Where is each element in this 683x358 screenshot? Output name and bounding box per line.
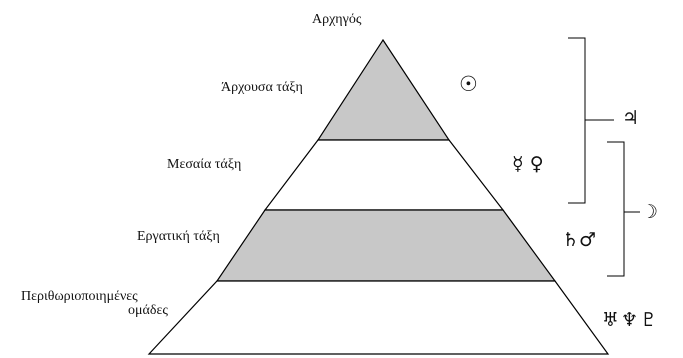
tier-label-middle-class: Μεσαία τάξη	[167, 157, 242, 172]
mercury-venus-symbols-icon: ☿ ♀	[512, 153, 544, 175]
tier-ruling-class-shape	[316, 38, 451, 141]
tier-label-ruling-class: Άρχουσα τάξη	[221, 80, 303, 95]
tier-label-marginalized-line1: Περιθωριοποιημένες	[21, 289, 138, 304]
sun-symbol-icon: ☉	[459, 72, 478, 96]
upper-bracket	[568, 37, 586, 204]
tier-middle-class-shape	[263, 139, 505, 211]
jupiter-symbol-icon: ♃	[622, 107, 640, 129]
tier-label-working-class: Εργατική τάξη	[137, 229, 220, 244]
apex-label: Αρχηγός	[312, 12, 362, 27]
saturn-mars-symbols-icon: ♄♂	[562, 229, 597, 251]
uranus-neptune-pluto-symbols-icon: ♅♆♇	[602, 309, 660, 331]
lower-bracket	[607, 141, 625, 277]
tier-label-marginalized-line2: ομάδες	[128, 303, 168, 318]
tier-marginalized-shape	[147, 280, 610, 355]
tier-working-class-shape	[215, 209, 557, 282]
moon-symbol-icon: ☽	[641, 201, 659, 223]
